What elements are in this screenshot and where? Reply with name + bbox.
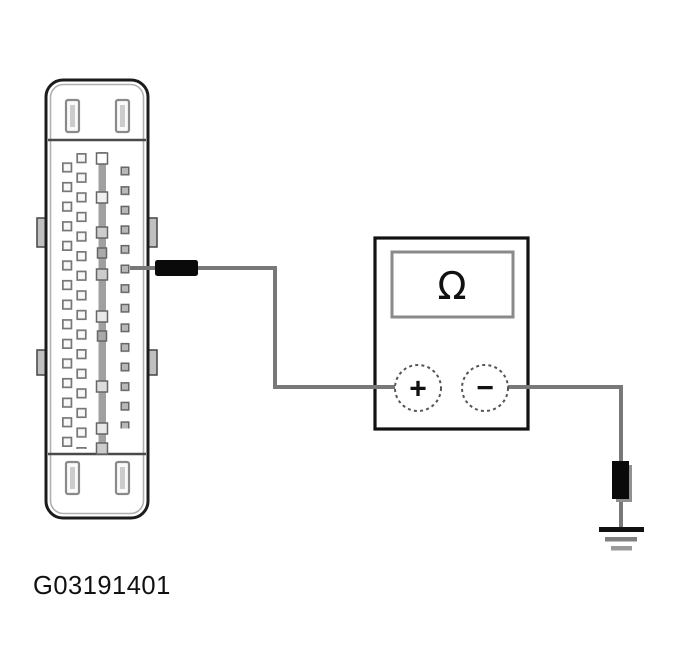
- ohmmeter: Ω: [373, 236, 530, 431]
- negative-terminal: −: [461, 364, 509, 412]
- connector-pins-left: [62, 153, 88, 449]
- ground-icon: [599, 527, 644, 551]
- connector-center-keys: [95, 152, 109, 455]
- connector-bottom-slots: [64, 460, 131, 496]
- positive-terminal: +: [394, 364, 442, 412]
- minus-icon: −: [476, 372, 494, 405]
- test-probe-connector-icon: [155, 260, 198, 276]
- ohmmeter-display: [390, 250, 515, 319]
- connector-top-slots: [64, 98, 131, 134]
- pcm-connector: [36, 78, 158, 520]
- connector-pins-right: [120, 166, 131, 429]
- connector-center-rail: [98, 152, 106, 452]
- figure-id-label: G03191401: [33, 572, 171, 600]
- connector-body-inner-line: [49, 83, 145, 515]
- ohm-symbol: Ω: [437, 264, 466, 308]
- test-probe-ground-icon: [612, 461, 632, 502]
- wire-connector-to-meter: [130, 266, 396, 389]
- plus-icon: +: [409, 373, 427, 406]
